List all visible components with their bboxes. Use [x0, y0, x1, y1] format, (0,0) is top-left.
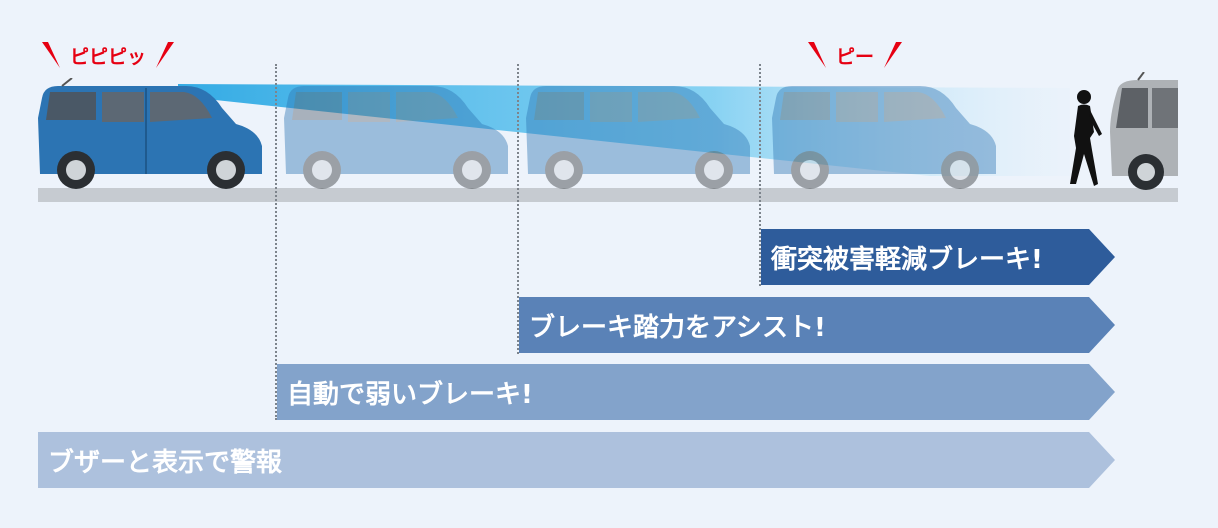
car-ghost-3 — [772, 86, 996, 189]
stage-collision-brake: 衝突被害軽減ブレーキ! — [761, 229, 1115, 285]
pedestrian-icon — [1070, 90, 1102, 186]
stage-brake-assist-label: ブレーキ踏力をアシスト! — [529, 312, 826, 343]
stage-auto-weak-brake-label: 自動で弱いブレーキ! — [287, 379, 533, 410]
alert-mark-icon — [808, 42, 826, 68]
alert-mark-icon — [156, 42, 175, 68]
road — [38, 188, 1178, 202]
car-approaching — [38, 78, 262, 189]
warning-sound-fast-label: ピピピッ — [70, 45, 147, 68]
stage-buzzer-alert-label: ブザーと表示で警報 — [48, 447, 283, 478]
stage-buzzer-alert: ブザーと表示で警報 — [38, 432, 1115, 488]
stopped-vehicle — [1110, 72, 1178, 190]
stage-collision-brake-label: 衝突被害軽減ブレーキ! — [771, 244, 1043, 275]
warning-sound-fast: ピピピッ — [40, 40, 176, 70]
alert-mark-icon — [42, 42, 60, 68]
guide-line-3 — [759, 64, 761, 286]
illustration-scene — [0, 0, 1218, 210]
sensor-beam — [178, 84, 1070, 176]
stage-brake-assist: ブレーキ踏力をアシスト! — [519, 297, 1115, 353]
car-ghost-1 — [284, 86, 508, 189]
stage-auto-weak-brake: 自動で弱いブレーキ! — [277, 364, 1115, 420]
warning-sound-long-label: ピー — [836, 45, 875, 68]
guide-line-1 — [275, 64, 277, 420]
warning-sound-long: ピー — [806, 40, 904, 70]
car-ghost-2 — [526, 86, 750, 189]
guide-line-2 — [517, 64, 519, 354]
alert-mark-icon — [884, 42, 903, 68]
